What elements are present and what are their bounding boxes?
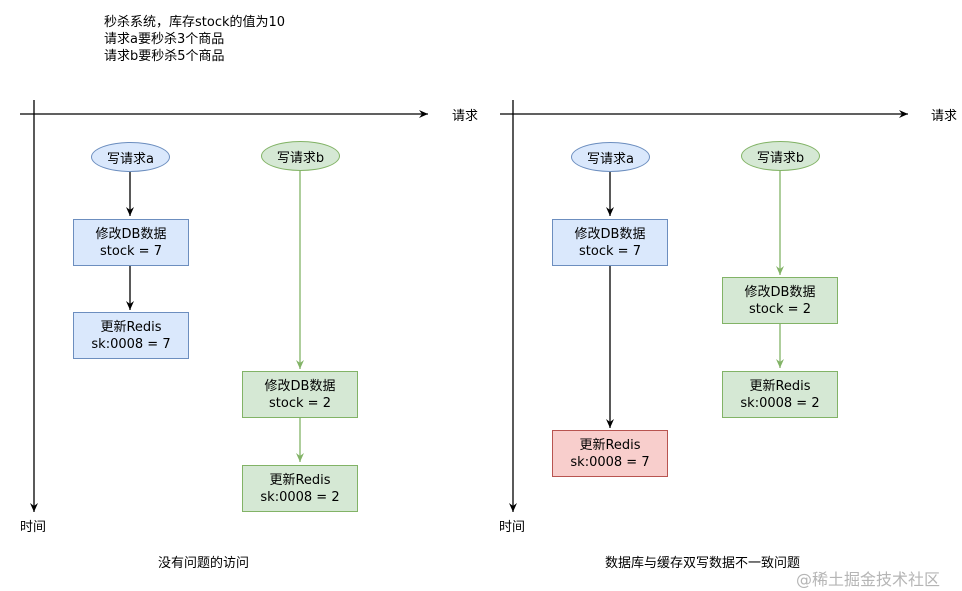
left-a-redis-line1: 更新Redis: [100, 319, 162, 335]
right-a-db-box: 修改DB数据 stock = 7: [552, 219, 668, 266]
left-a-redis-box: 更新Redis sk:0008 = 7: [73, 312, 189, 359]
left-b-db-line1: 修改DB数据: [264, 378, 336, 394]
right-b-redis-box: 更新Redis sk:0008 = 2: [722, 371, 838, 418]
left-a-db-line1: 修改DB数据: [95, 226, 167, 242]
left-a-db-line2: stock = 7: [100, 243, 162, 259]
right-a-redis-line1: 更新Redis: [579, 437, 641, 453]
left-b-db-line2: stock = 2: [269, 395, 331, 411]
right-b-db-line2: stock = 2: [749, 301, 811, 317]
right-b-redis-line1: 更新Redis: [749, 378, 811, 394]
right-write-request-a-label: 写请求a: [587, 151, 634, 167]
left-caption: 没有问题的访问: [158, 556, 250, 571]
left-a-redis-line2: sk:0008 = 7: [91, 336, 171, 352]
note-line-2: 请求a要秒杀3个商品: [104, 32, 225, 47]
left-write-request-b-label: 写请求b: [276, 150, 325, 166]
left-write-request-b: 写请求b: [261, 141, 340, 171]
right-a-redis-line2: sk:0008 = 7: [570, 454, 650, 470]
right-b-db-box: 修改DB数据 stock = 2: [722, 277, 838, 324]
right-a-db-line1: 修改DB数据: [574, 226, 646, 242]
right-a-db-line2: stock = 7: [579, 243, 641, 259]
note-line-1: 秒杀系统，库存stock的值为10: [104, 15, 286, 30]
left-b-redis-line2: sk:0008 = 2: [260, 489, 340, 505]
left-write-request-a-label: 写请求a: [107, 151, 154, 167]
right-b-db-line1: 修改DB数据: [744, 284, 816, 300]
watermark: @稀土掘金技术社区: [796, 570, 941, 589]
note-line-3: 请求b要秒杀5个商品: [104, 49, 225, 64]
left-x-axis-label: 请求: [452, 109, 479, 124]
left-b-redis-box: 更新Redis sk:0008 = 2: [242, 465, 358, 512]
left-a-db-box: 修改DB数据 stock = 7: [73, 219, 189, 266]
right-write-request-b: 写请求b: [741, 141, 820, 171]
left-y-axis-label: 时间: [20, 520, 47, 535]
right-caption: 数据库与缓存双写数据不一致问题: [605, 556, 801, 571]
right-write-request-b-label: 写请求b: [756, 150, 805, 166]
left-b-redis-line1: 更新Redis: [269, 472, 331, 488]
scenario-note: 秒杀系统，库存stock的值为10 请求a要秒杀3个商品 请求b要秒杀5个商品: [104, 14, 285, 65]
left-write-request-a: 写请求a: [91, 142, 170, 172]
right-a-redis-box: 更新Redis sk:0008 = 7: [552, 430, 668, 477]
right-write-request-a: 写请求a: [571, 142, 650, 172]
left-b-db-box: 修改DB数据 stock = 2: [242, 371, 358, 418]
right-x-axis-label: 请求: [931, 109, 958, 124]
right-b-redis-line2: sk:0008 = 2: [740, 395, 820, 411]
right-y-axis-label: 时间: [499, 520, 526, 535]
